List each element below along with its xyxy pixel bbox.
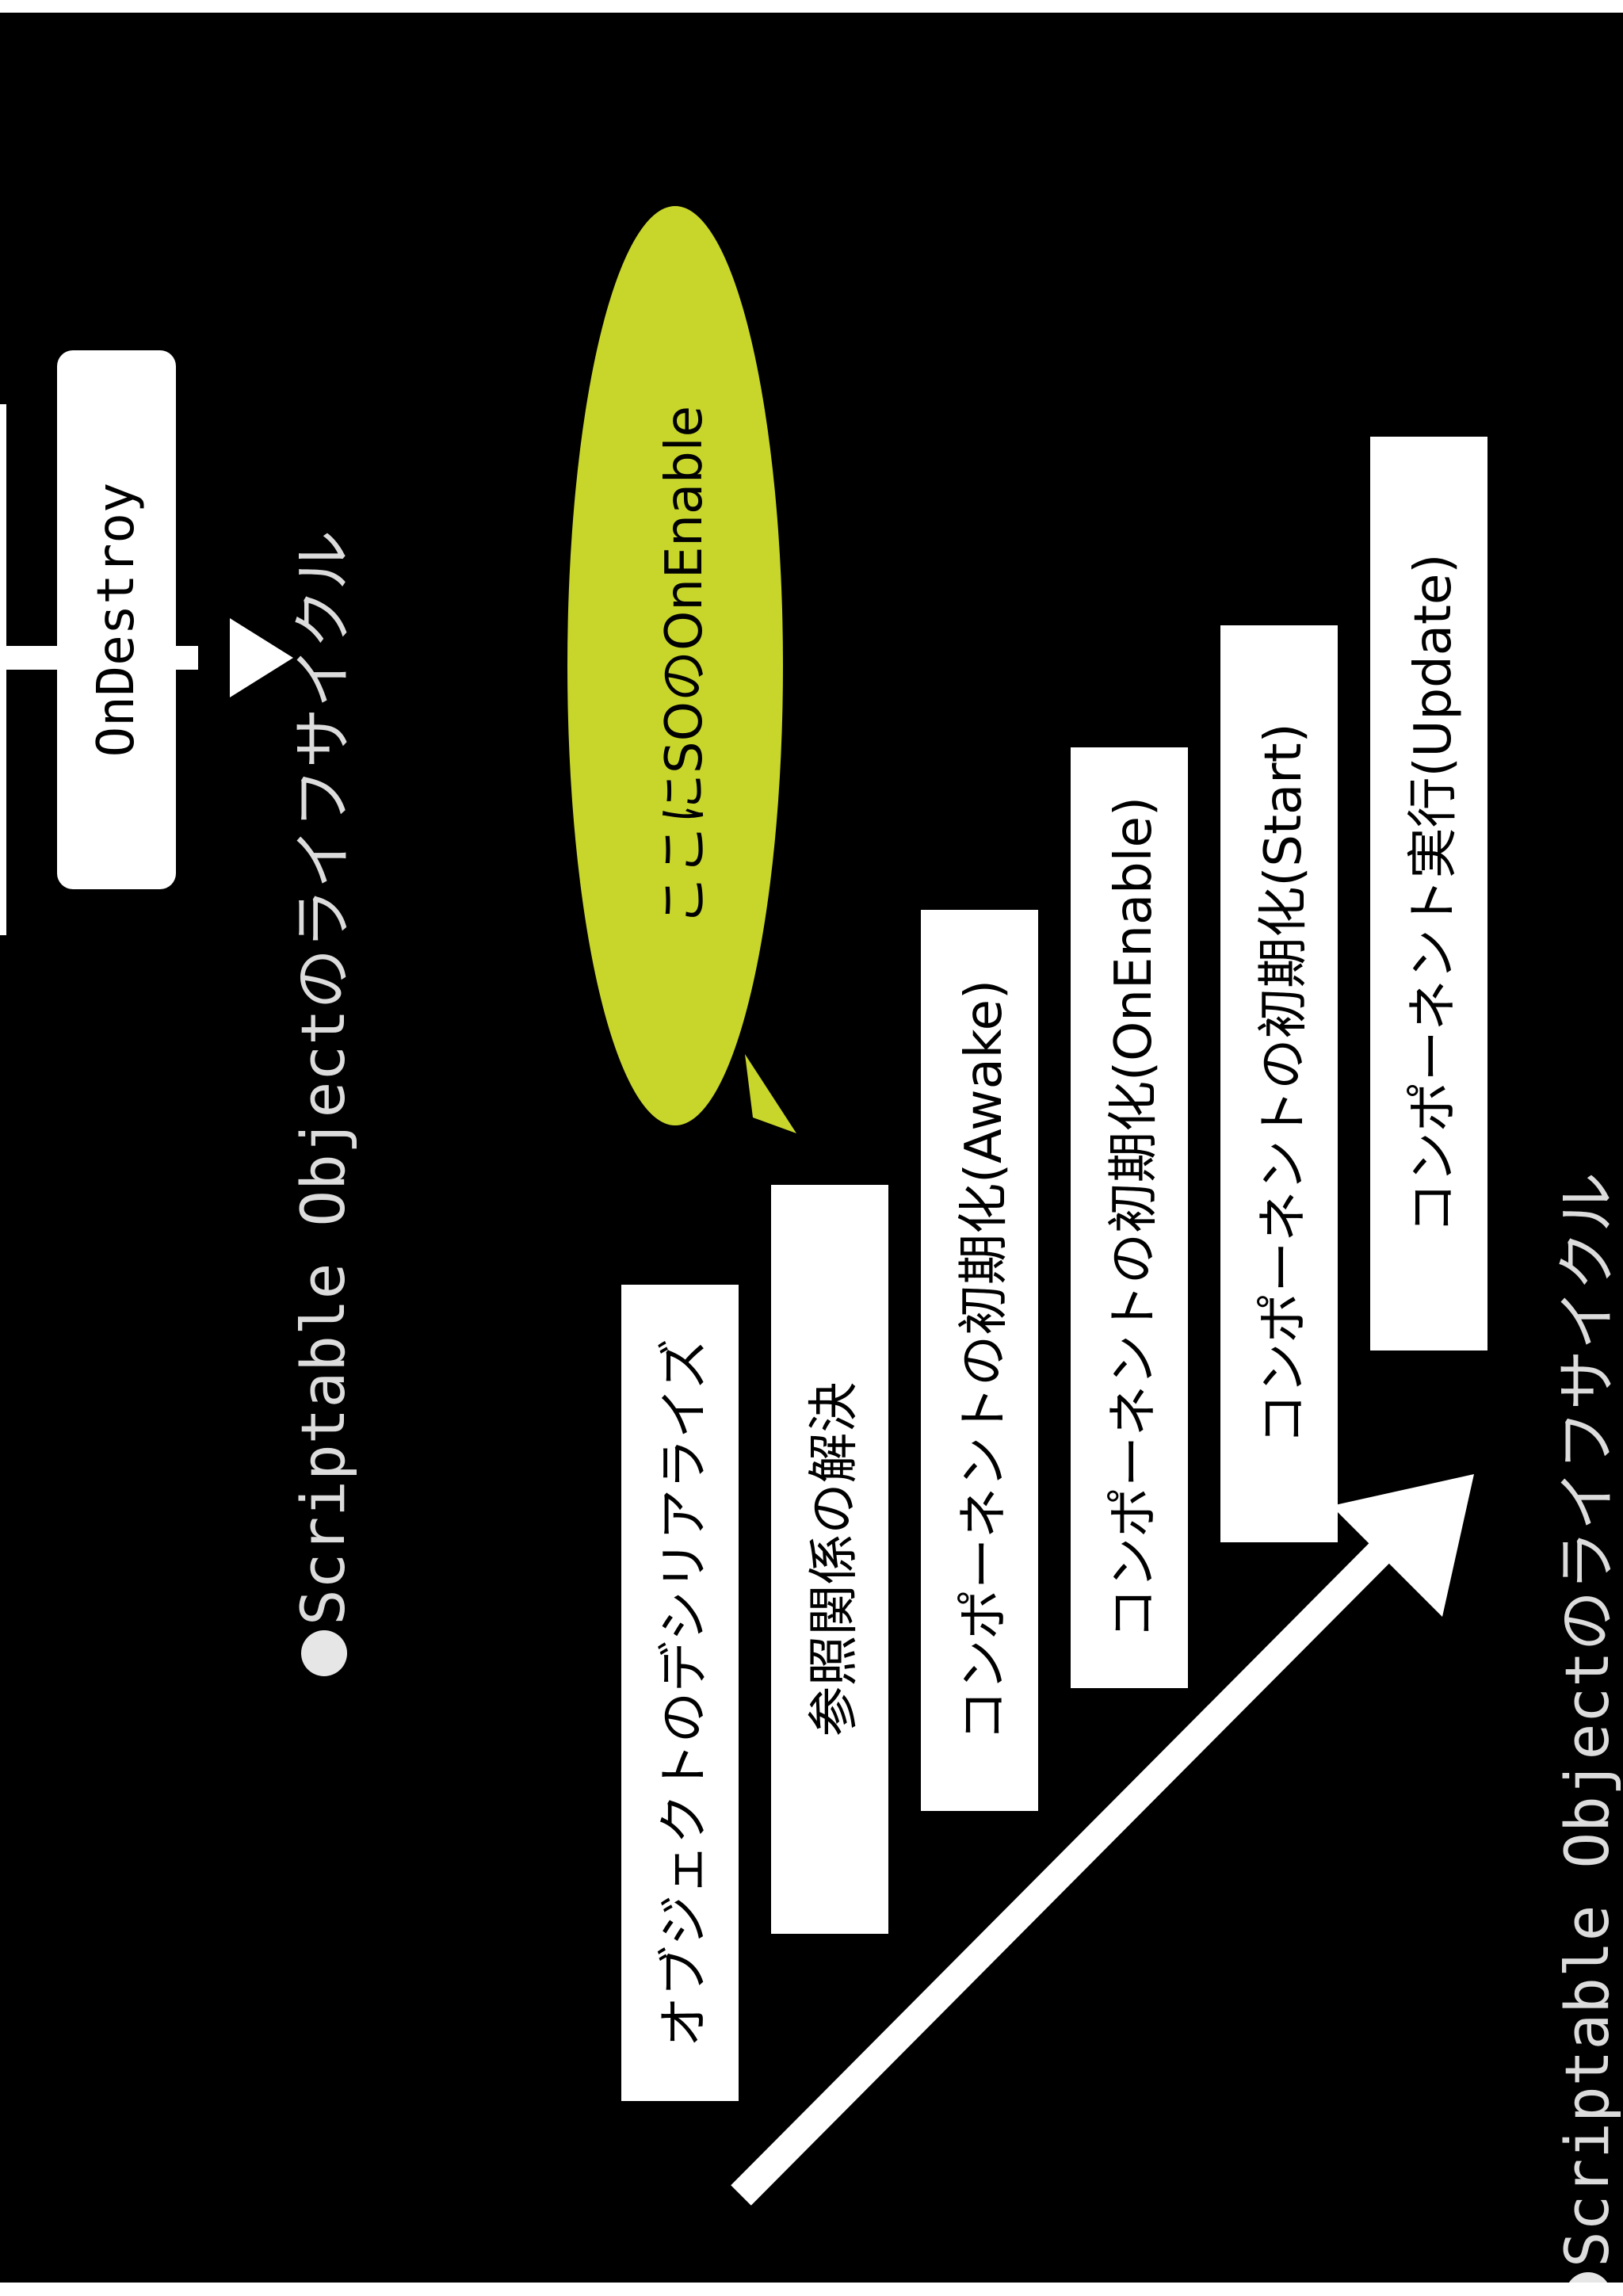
callout-pointer xyxy=(745,1054,796,1133)
bullet-icon xyxy=(1565,2272,1611,2283)
section-title-text-bottom: Scriptable Objectのライフサイクル xyxy=(1552,1171,1622,2267)
callout-text: ここにSOのOnEnable xyxy=(655,406,714,926)
progress-arrow-line xyxy=(731,1519,1413,2206)
step-1: オブジェクトのデシリアライズ xyxy=(621,1285,739,2101)
callout-bubble xyxy=(567,206,783,1125)
rotated-slide-canvas: OnDestroy Scriptable Objectのライフサイクル ここにS… xyxy=(0,13,1623,2283)
step-3: コンポーネントの初期化(Awake) xyxy=(921,910,1038,1811)
progress-arrow-head xyxy=(1331,1474,1474,1617)
step-6: コンポーネント実行(Update) xyxy=(1370,437,1487,1350)
lifecycle-arrow-head xyxy=(230,618,293,697)
slide-stage: OnDestroy Scriptable Objectのライフサイクル ここにS… xyxy=(0,13,1623,2283)
section-title-bottom: Scriptable Objectのライフサイクル xyxy=(1552,1172,1622,2283)
steps-diagram-graphics xyxy=(567,206,1474,2206)
step-5: コンポーネントの初期化(Start) xyxy=(1220,625,1338,1542)
step-2: 参照関係の解決 xyxy=(771,1185,888,1934)
step-4: コンポーネントの初期化(OnEnable) xyxy=(1071,747,1188,1688)
